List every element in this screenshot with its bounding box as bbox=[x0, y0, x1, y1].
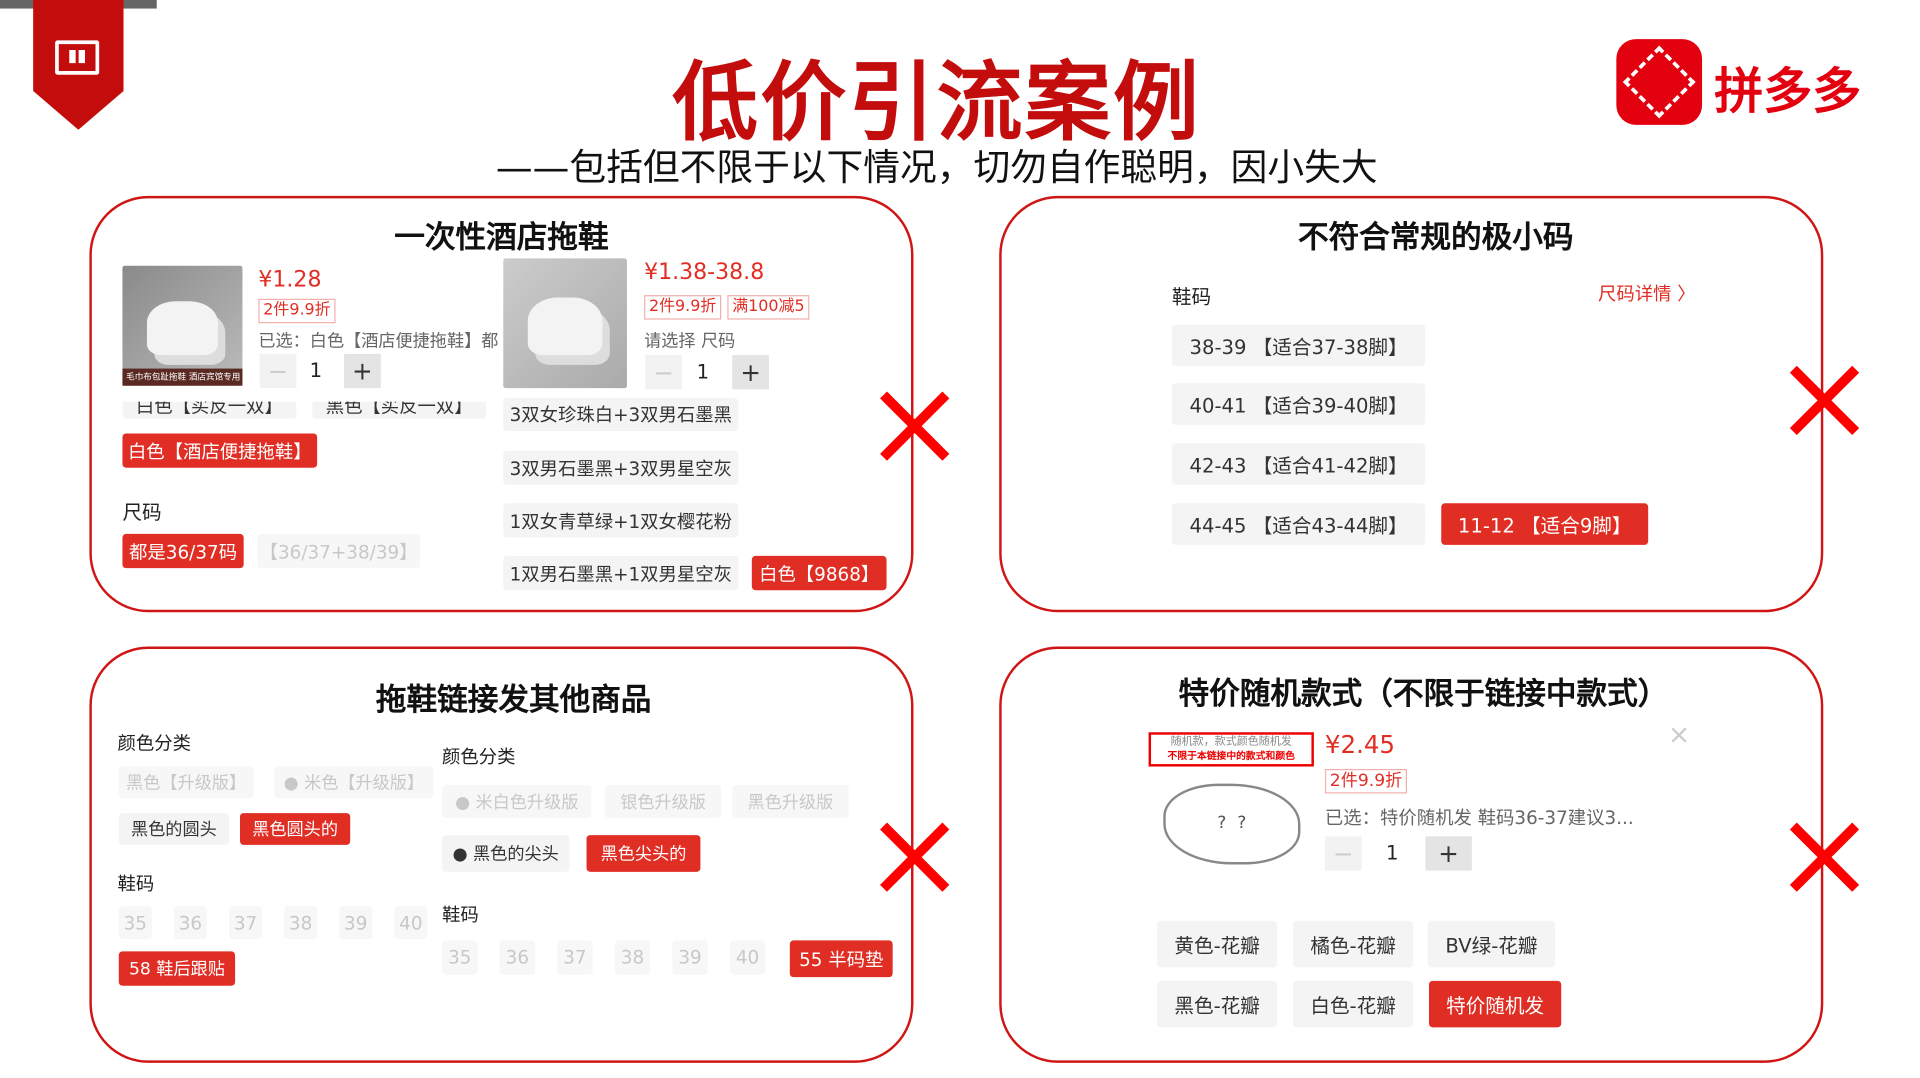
price: ¥1.28 bbox=[258, 266, 322, 293]
selected-option-chip[interactable]: 白色【9868】 bbox=[751, 555, 887, 591]
logo-text: 拼多多 bbox=[1714, 63, 1862, 121]
selected-option-chip[interactable]: 特价随机发 bbox=[1428, 980, 1562, 1028]
size-chip[interactable]: 40 bbox=[394, 906, 428, 940]
panel-title: 特价随机款式（不限于链接中款式） bbox=[1178, 675, 1669, 712]
discount-badge: 2件9.9折 bbox=[644, 295, 722, 320]
x-mark-icon bbox=[876, 387, 954, 465]
size-label: 鞋码 bbox=[442, 903, 479, 926]
option-chip[interactable]: 橘色-花瓣 bbox=[1293, 920, 1414, 968]
plus-button[interactable]: + bbox=[344, 353, 381, 389]
size-chip[interactable]: 36 bbox=[499, 940, 536, 975]
option-chip[interactable]: 黄色-花瓣 bbox=[1157, 920, 1278, 968]
color-label: 颜色分类 bbox=[117, 732, 192, 755]
size-label: 尺码 bbox=[122, 500, 162, 525]
panel-title: 拖鞋链接发其他商品 bbox=[375, 682, 652, 718]
slipper-sketch-icon: ? ? bbox=[1163, 783, 1301, 865]
quantity: 1 bbox=[1386, 841, 1399, 865]
size-chip[interactable]: 37 bbox=[557, 940, 593, 975]
option-chip[interactable]: 黑色-花瓣 bbox=[1157, 980, 1278, 1028]
note-line: 不限于本链接中的款式和颜色 bbox=[1167, 750, 1295, 762]
color-chip[interactable]: 黑色的圆头 bbox=[118, 813, 229, 845]
color-chip[interactable]: 黑色【升级版】 bbox=[118, 766, 254, 799]
minus-button[interactable]: − bbox=[645, 355, 683, 390]
size-chip[interactable]: 35 bbox=[442, 940, 478, 975]
page-title: 低价引流案例 bbox=[672, 52, 1202, 154]
size-chip[interactable]: 【36/37+38/39】 bbox=[257, 533, 421, 569]
size-chip[interactable]: 39 bbox=[672, 940, 708, 975]
option-chip[interactable]: 3双女珍珠白+3双男石墨黑 bbox=[503, 397, 739, 432]
quantity: 1 bbox=[696, 360, 710, 384]
quantity: 1 bbox=[309, 358, 323, 383]
note-line: 随机款，款式颜色随机发 bbox=[1170, 735, 1292, 749]
product-image bbox=[503, 258, 627, 389]
x-mark-icon bbox=[1785, 361, 1863, 439]
size-chip[interactable]: 44-45 【适合43-44脚】 bbox=[1171, 503, 1426, 545]
size-details-link[interactable]: 尺码详情 〉 bbox=[1597, 282, 1696, 305]
option-chip[interactable]: 1双女青草绿+1双女樱花粉 bbox=[503, 503, 739, 538]
size-chip[interactable]: 36 bbox=[173, 906, 207, 940]
selected-size-chip[interactable]: 58 鞋后跟贴 bbox=[118, 951, 236, 986]
option-chip[interactable]: BV绿-花瓣 bbox=[1427, 920, 1556, 968]
plus-button[interactable]: + bbox=[732, 355, 769, 390]
color-chip[interactable]: 银色升级版 bbox=[604, 784, 722, 818]
image-caption: 毛巾布包趾拖鞋 酒店宾馆专用 bbox=[122, 368, 243, 386]
option-chip[interactable]: 1双男石墨黑+1双男星空灰 bbox=[503, 555, 739, 591]
selected-text: 已选：特价随机发 鞋码36-37建议3... bbox=[1324, 806, 1634, 829]
option-chip[interactable]: 白色-花瓣 bbox=[1293, 980, 1414, 1028]
color-label: 颜色分类 bbox=[442, 745, 516, 768]
pinduoduo-logo-icon bbox=[1616, 39, 1703, 125]
selected-color-chip[interactable]: 黑色尖头的 bbox=[586, 835, 701, 872]
size-chip[interactable]: 35 bbox=[118, 906, 152, 940]
price: ¥1.38-38.8 bbox=[644, 259, 765, 286]
random-style-note: 随机款，款式颜色随机发 不限于本链接中的款式和颜色 bbox=[1148, 732, 1314, 767]
color-chip[interactable]: ● 米白色升级版 bbox=[442, 784, 592, 818]
size-chip[interactable]: 37 bbox=[228, 906, 263, 940]
size-chip[interactable]: 40 bbox=[729, 940, 766, 975]
selected-size-chip[interactable]: 55 半码垫 bbox=[789, 940, 893, 978]
discount-badge: 满100减5 bbox=[727, 295, 810, 320]
selected-option-chip[interactable]: 白色【酒店便捷拖鞋】 bbox=[122, 433, 318, 468]
prompt-text: 请选择 尺码 bbox=[644, 331, 736, 352]
page-subtitle: ——包括但不限于以下情况，切勿自作聪明，因小失大 bbox=[495, 146, 1378, 190]
x-mark-icon bbox=[1785, 818, 1863, 896]
selected-text: 已选：白色【酒店便捷拖鞋】都是 bbox=[258, 331, 499, 352]
discount-badge: 2件9.9折 bbox=[1324, 768, 1408, 794]
selected-size-chip[interactable]: 都是36/37码 bbox=[122, 533, 244, 569]
selected-color-chip[interactable]: 黑色圆头的 bbox=[240, 813, 351, 845]
color-chip[interactable]: ● 黑色的尖头 bbox=[442, 835, 570, 872]
option-chip[interactable]: 3双男石墨黑+3双男星空灰 bbox=[503, 450, 739, 485]
size-label: 鞋码 bbox=[117, 873, 155, 896]
color-chip[interactable]: ● 米色【升级版】 bbox=[274, 766, 434, 799]
panel-title: 不符合常规的极小码 bbox=[1297, 219, 1574, 255]
x-mark-icon bbox=[876, 818, 954, 896]
selected-size-chip[interactable]: 11-12 【适合9脚】 bbox=[1441, 503, 1649, 545]
size-label: 鞋码 bbox=[1171, 285, 1212, 309]
panel-title: 一次性酒店拖鞋 bbox=[394, 219, 609, 255]
chart-icon: ▮▮ bbox=[55, 40, 100, 75]
option-chip[interactable]: 白色【买反一双】 bbox=[122, 401, 297, 419]
minus-button[interactable]: − bbox=[259, 353, 297, 389]
size-chip[interactable]: 39 bbox=[339, 906, 373, 940]
color-chip[interactable]: 黑色升级版 bbox=[732, 784, 849, 818]
size-chip[interactable]: 38 bbox=[614, 940, 651, 975]
close-icon[interactable]: × bbox=[1667, 720, 1691, 751]
price: ¥2.45 bbox=[1324, 729, 1396, 760]
size-chip[interactable]: 40-41 【适合39-40脚】 bbox=[1171, 383, 1426, 425]
plus-button[interactable]: + bbox=[1425, 836, 1472, 871]
product-image: 毛巾布包趾拖鞋 酒店宾馆专用 bbox=[122, 265, 243, 386]
size-chip[interactable]: 38 bbox=[284, 906, 318, 940]
minus-button[interactable]: − bbox=[1324, 836, 1362, 871]
size-chip[interactable]: 38-39 【适合37-38脚】 bbox=[1171, 324, 1426, 367]
size-chip[interactable]: 42-43 【适合41-42脚】 bbox=[1171, 443, 1426, 485]
discount-badge: 2件9.9折 bbox=[258, 298, 336, 324]
option-chip[interactable]: 黑色【买反一双】 bbox=[312, 401, 487, 419]
